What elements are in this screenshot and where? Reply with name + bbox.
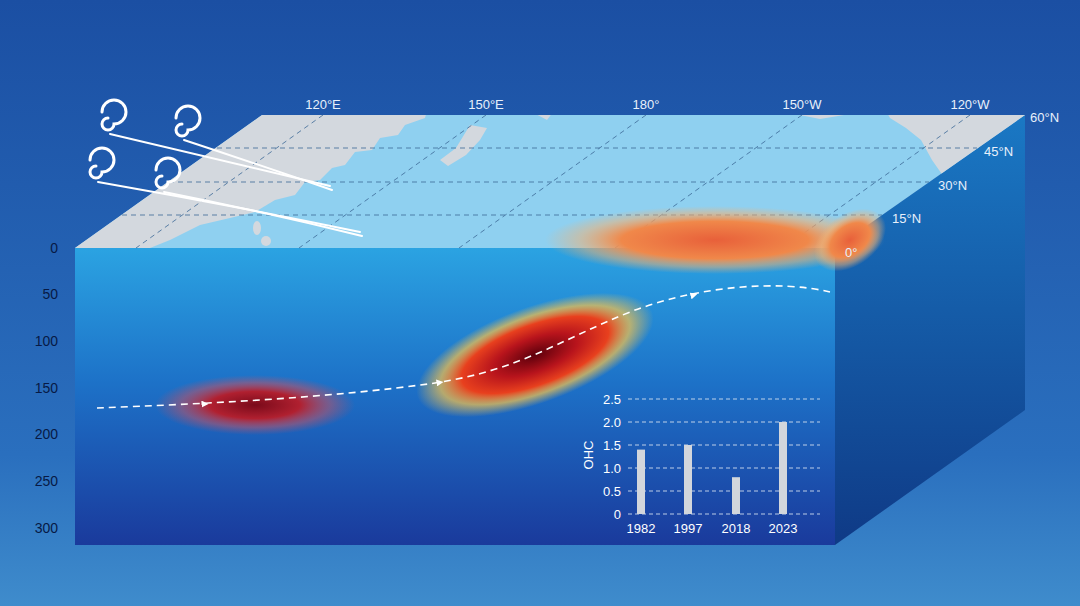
latitude-label: 0°: [845, 246, 857, 259]
tick-label: 1.0: [603, 462, 621, 475]
chart-bars: [637, 422, 787, 514]
longitude-line: [136, 115, 323, 248]
island: [253, 221, 261, 235]
longitude-label: 150°E: [468, 98, 504, 111]
latitude-label: 45°N: [984, 145, 1013, 158]
wind-stream: [98, 182, 360, 232]
axis-title: OHC: [582, 441, 595, 470]
tick-label: 0: [614, 508, 621, 521]
tick-label: 1.5: [603, 439, 621, 452]
land-masses: [60, 100, 1045, 252]
year-label: 2018: [722, 522, 751, 535]
wind-symbols: [90, 100, 362, 236]
latitude-label: 15°N: [892, 212, 921, 225]
gridline: [628, 514, 820, 515]
wind-swirl: [102, 100, 126, 130]
tick-label: 0.5: [603, 485, 621, 498]
surface-warm-anomaly: [802, 196, 897, 284]
island: [261, 236, 271, 246]
depth-label: 0: [50, 241, 58, 255]
latitude-label: 30°N: [938, 179, 967, 192]
wind-stream: [184, 140, 332, 190]
depth-label: 50: [42, 287, 58, 301]
longitude-label: 120°W: [950, 98, 989, 111]
bar: [637, 450, 645, 514]
subsurface-warm-anomaly: [401, 267, 669, 443]
tick-label: 2.0: [603, 416, 621, 429]
longitude-label: 180°: [633, 98, 660, 111]
depth-label: 150: [35, 381, 58, 395]
ohc-bar-chart: [628, 399, 820, 514]
kamchatka: [520, 100, 562, 120]
asia: [60, 100, 430, 248]
arrowhead: [190, 404, 205, 406]
latitude-line: [169, 182, 929, 183]
depth-label: 200: [35, 427, 58, 441]
chart-gridlines: [628, 399, 820, 514]
depth-label: 300: [35, 521, 58, 535]
gridline: [628, 399, 820, 400]
depth-label: 100: [35, 334, 58, 348]
bar: [779, 422, 787, 514]
longitude-label: 120°E: [305, 98, 341, 111]
bar: [732, 477, 740, 514]
arrowhead: [425, 383, 440, 385]
depth-label: 250: [35, 474, 58, 488]
latitude-line: [217, 148, 977, 149]
year-label: 1982: [627, 522, 656, 535]
year-label: 2023: [769, 522, 798, 535]
north-america: [880, 100, 1045, 252]
front-face: [75, 248, 835, 545]
tick-label: 2.5: [603, 393, 621, 406]
gridline: [628, 468, 820, 469]
wind-swirl: [176, 106, 200, 136]
year-label: 1997: [674, 522, 703, 535]
wind-stream: [164, 192, 362, 236]
latitude-label: 60°N: [1030, 111, 1059, 124]
gridline: [628, 445, 820, 446]
wind-swirl: [90, 148, 114, 178]
propagation-path: [97, 286, 830, 408]
arrowhead: [680, 295, 694, 299]
wind-swirl: [156, 158, 180, 188]
gridline: [628, 491, 820, 492]
longitude-label: 150°W: [782, 98, 821, 111]
heat-anomalies: [155, 196, 898, 443]
gridline: [628, 422, 820, 423]
bar: [684, 445, 692, 514]
